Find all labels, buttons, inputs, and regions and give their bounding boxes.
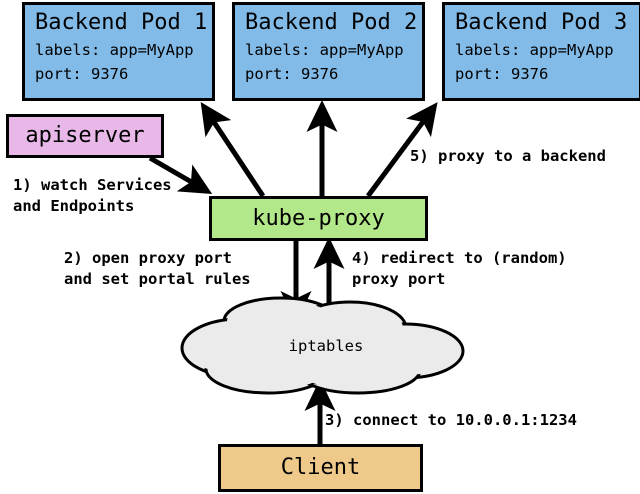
step-5-label: 5) proxy to a backend [410,147,606,165]
pod-labels: labels: app=MyApp [455,41,614,59]
pod-title: Backend Pod 1 [35,10,208,35]
pod-title: Backend Pod 2 [245,10,418,35]
pod-port: port: 9376 [35,65,129,83]
step-4-label: 4) redirect to (random) proxy port [352,249,567,288]
node-kube-proxy[interactable]: kube-proxy [209,196,428,241]
step-1-label: 1) watch Services and Endpoints [13,176,172,215]
pod-port: port: 9376 [245,65,339,83]
apiserver-label: apiserver [25,123,145,148]
arrow-kubeproxy-to-pod1 [200,101,266,198]
cloud-shape [180,296,465,395]
iptables-label: iptables [288,337,364,355]
node-client[interactable]: Client [218,444,423,492]
pod-labels: labels: app=MyApp [35,41,194,59]
step-2-label: 2) open proxy port and set portal rules [64,249,251,288]
step-3-label: 3) connect to 10.0.0.1:1234 [325,411,577,429]
node-apiserver[interactable]: apiserver [6,114,164,158]
node-backend-pod-2[interactable]: Backend Pod 2 labels: app=MyApp port: 93… [232,2,425,101]
pod-labels: labels: app=MyApp [245,41,404,59]
pod-port: port: 9376 [455,65,549,83]
arrow-kubeproxy-to-pod3 [365,102,438,198]
client-label: Client [280,455,361,480]
kube-proxy-label: kube-proxy [252,205,385,231]
node-backend-pod-1[interactable]: Backend Pod 1 labels: app=MyApp port: 93… [22,2,215,101]
pod-title: Backend Pod 3 [455,10,628,35]
arrow-apiserver-to-kubeproxy [148,155,213,195]
node-iptables-cloud[interactable]: iptables [178,296,468,396]
node-backend-pod-3[interactable]: Backend Pod 3 labels: app=MyApp port: 93… [442,2,640,101]
